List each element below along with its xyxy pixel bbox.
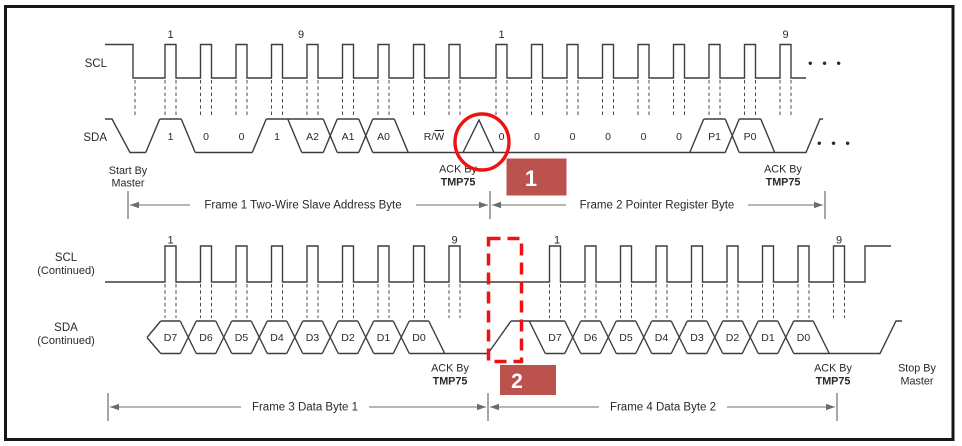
frame4-caption: Frame 4 Data Byte 2 [610, 402, 716, 414]
highlight-dashed-rect-sda-rise [486, 236, 524, 364]
scl-waveform-bottom [105, 245, 891, 283]
bit-label-byte1-6: D1 [377, 332, 391, 344]
bit-label-frame2-7: P0 [744, 131, 757, 143]
stop-by-label: Stop By [898, 363, 936, 375]
bit-label-frame2-0: 0 [499, 131, 505, 143]
ack-by-label: ACK By [814, 363, 852, 375]
clock-number-bottom-0: 1 [167, 235, 173, 247]
arrowhead-right-icon [479, 201, 488, 209]
callout-2-box [500, 365, 556, 395]
sda-signal-label-top: SDA [83, 132, 107, 144]
tmp75-label: TMP75 [441, 177, 476, 189]
bit-label-frame2-6: P1 [708, 131, 721, 143]
bit-label-byte2-2: D5 [619, 332, 633, 344]
bit-label-frame1-6: A0 [377, 131, 390, 143]
bit-label-frame2-1: 0 [534, 131, 540, 143]
highlight-circle-ack-glitch [453, 112, 511, 172]
scl-ellipsis: • • • [808, 56, 844, 71]
arrowhead-right-icon [477, 403, 486, 411]
scl-signal-label-top: SCL [85, 58, 108, 70]
sda-waveform-top [105, 118, 823, 154]
sda-continued-label: (Continued) [37, 335, 94, 347]
clock-number-top-3: 9 [782, 29, 788, 41]
arrowhead-left-icon [490, 403, 499, 411]
bit-label-byte1-4: D3 [306, 332, 320, 344]
bit-label-frame2-4: 0 [641, 131, 647, 143]
clock-gridlines-bottom [164, 284, 845, 318]
bit-label-byte1-2: D5 [235, 332, 249, 344]
arrowhead-right-icon [814, 201, 823, 209]
sda-ellipsis: • • • [817, 136, 853, 151]
arrowhead-left-icon [130, 201, 139, 209]
bit-label-frame1-0: 1 [168, 131, 174, 143]
bit-label-frame1-4: A2 [306, 131, 319, 143]
scl-continued-label: (Continued) [37, 265, 94, 277]
scl-signal-label-bottom: SCL [55, 252, 78, 264]
bit-label-frame2-3: 0 [605, 131, 611, 143]
clock-number-top-1: 9 [298, 29, 304, 41]
bit-label-frame2-5: 0 [676, 131, 682, 143]
clock-number-bottom-1: 9 [451, 235, 457, 247]
tmp75-label: TMP75 [816, 376, 851, 388]
bit-label-byte2-0: D7 [548, 332, 562, 344]
clock-number-bottom-3: 9 [836, 235, 842, 247]
sda-signal-label-bottom: SDA [54, 322, 78, 334]
arrowhead-left-icon [492, 201, 501, 209]
clock-number-bottom-2: 1 [554, 235, 560, 247]
arrowhead-right-icon [826, 403, 835, 411]
tmp75-label: TMP75 [766, 177, 801, 189]
bit-label-byte1-7: D0 [412, 332, 426, 344]
scl-waveform-top [105, 43, 806, 79]
ack-by-label: ACK By [764, 164, 802, 176]
bit-label-frame1-5: A1 [342, 131, 355, 143]
frame2-caption: Frame 2 Pointer Register Byte [580, 200, 735, 212]
bit-label-byte1-5: D2 [341, 332, 355, 344]
start-by-label: Start By [109, 165, 148, 177]
callout-1-number: 1 [525, 166, 537, 191]
tmp75-label: TMP75 [433, 376, 468, 388]
bit-label-byte2-7: D0 [797, 332, 811, 344]
bit-label-byte2-6: D1 [761, 332, 775, 344]
bit-label-byte2-4: D3 [690, 332, 704, 344]
clock-number-top-2: 1 [498, 29, 504, 41]
bit-label-frame1-2: 0 [239, 131, 245, 143]
frame1-caption: Frame 1 Two-Wire Slave Address Byte [204, 200, 401, 212]
bit-label-byte1-3: D4 [270, 332, 284, 344]
callout-1-box [506, 158, 567, 196]
diagram-border [4, 5, 955, 441]
bit-label-frame2-2: 0 [570, 131, 576, 143]
bit-label-byte2-1: D6 [584, 332, 598, 344]
callout-2-number: 2 [511, 370, 523, 393]
ack-by-label: ACK By [431, 363, 469, 375]
bit-label-byte1-0: D7 [164, 332, 178, 344]
clock-number-top-0: 1 [167, 29, 173, 41]
arrowhead-left-icon [110, 403, 119, 411]
clock-gridlines-top [134, 80, 792, 116]
bit-label-frame1-7: R/W [424, 131, 445, 143]
stop-by-label: Master [901, 376, 934, 388]
bit-label-frame1-1: 0 [203, 131, 209, 143]
bit-label-frame1-3: 1 [274, 131, 280, 143]
bit-label-byte2-3: D4 [655, 332, 669, 344]
start-by-label: Master [112, 178, 145, 190]
bit-label-byte2-5: D2 [726, 332, 740, 344]
frame3-caption: Frame 3 Data Byte 1 [252, 402, 358, 414]
sda-waveform-bottom [146, 320, 902, 355]
bit-label-byte1-1: D6 [199, 332, 213, 344]
